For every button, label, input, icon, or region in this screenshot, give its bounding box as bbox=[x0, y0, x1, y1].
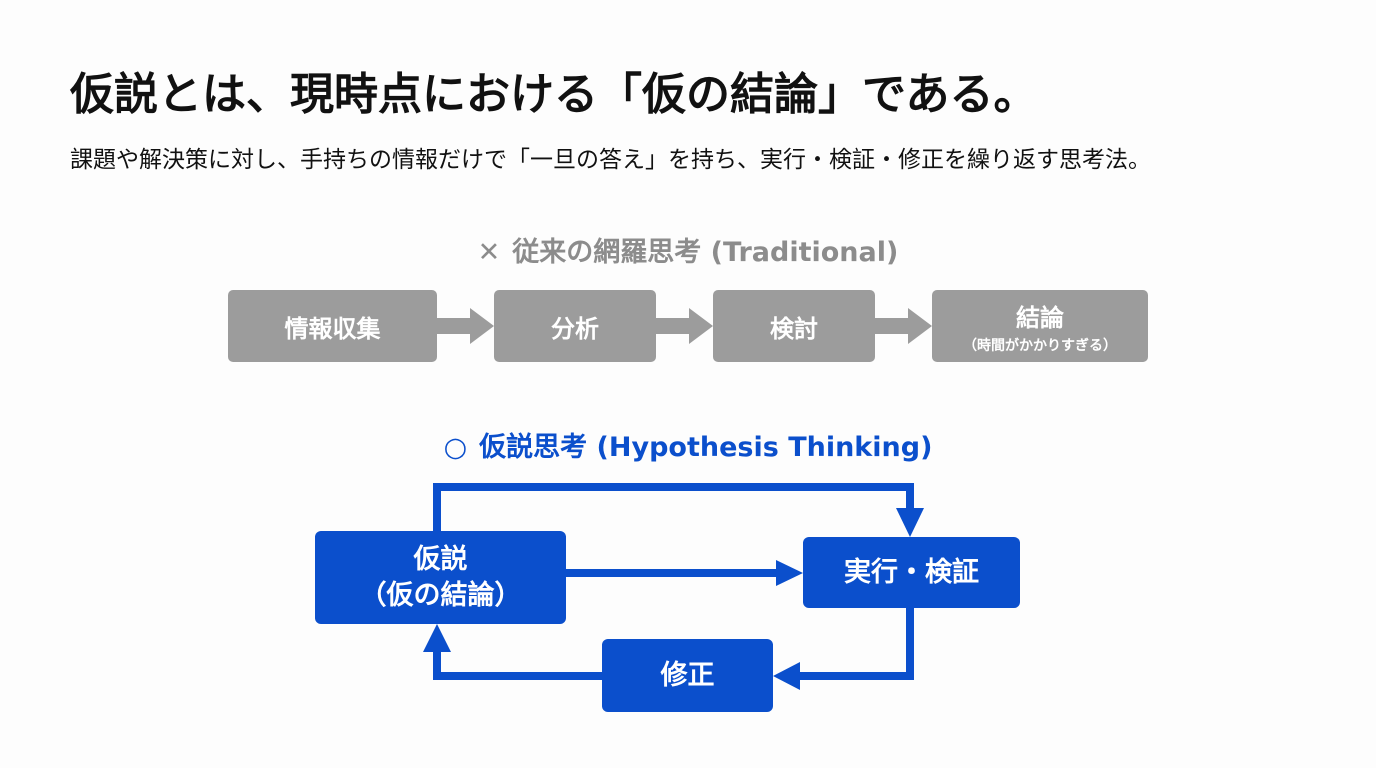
traditional-heading: ✕ 従来の網羅思考 (Traditional) bbox=[0, 230, 1376, 269]
page-subtitle: 課題や解決策に対し、手持ちの情報だけで「一旦の答え」を持ち、実行・検証・修正を繰… bbox=[70, 147, 1151, 173]
arrow-2 bbox=[656, 308, 713, 344]
step-review: 検討 bbox=[713, 290, 875, 362]
step-label: 情報収集 bbox=[284, 314, 381, 343]
node-execute-verify: 実行・検証 bbox=[803, 537, 1020, 608]
step-conclusion: 結論 （時間がかかりすぎる） bbox=[932, 290, 1148, 362]
step-note: （時間がかかりすぎる） bbox=[963, 337, 1117, 354]
circle-icon: ○ bbox=[443, 432, 468, 463]
node-hypothesis: 仮説 （仮の結論） bbox=[315, 531, 566, 624]
page-title: 仮説とは、現時点における「仮の結論」である。 bbox=[70, 69, 1038, 120]
hypothesis-heading-text: 仮説思考 (Hypothesis Thinking) bbox=[479, 432, 933, 463]
node-label: 仮説 bbox=[413, 544, 468, 576]
traditional-heading-text: 従来の網羅思考 (Traditional) bbox=[512, 237, 899, 268]
loop-right bbox=[798, 608, 914, 680]
hypothesis-heading: ○ 仮説思考 (Hypothesis Thinking) bbox=[0, 425, 1376, 464]
loop-top bbox=[433, 483, 914, 531]
loop-left bbox=[433, 648, 602, 680]
step-label: 検討 bbox=[770, 314, 818, 343]
node-label: 実行・検証 bbox=[844, 556, 979, 588]
step-label: 分析 bbox=[551, 314, 599, 343]
arrow-1 bbox=[437, 308, 494, 344]
node-sublabel: （仮の結論） bbox=[359, 579, 522, 611]
node-label: 修正 bbox=[660, 659, 715, 691]
traditional-arrows bbox=[437, 308, 932, 344]
arrow-3 bbox=[875, 308, 932, 344]
step-analysis: 分析 bbox=[494, 290, 656, 362]
arrowheads bbox=[423, 508, 924, 690]
cross-icon: ✕ bbox=[477, 237, 501, 268]
node-revise: 修正 bbox=[602, 639, 773, 712]
step-info-gathering: 情報収集 bbox=[228, 290, 437, 362]
hypothesis-loop bbox=[433, 483, 914, 680]
step-label: 結論 bbox=[1016, 303, 1064, 332]
